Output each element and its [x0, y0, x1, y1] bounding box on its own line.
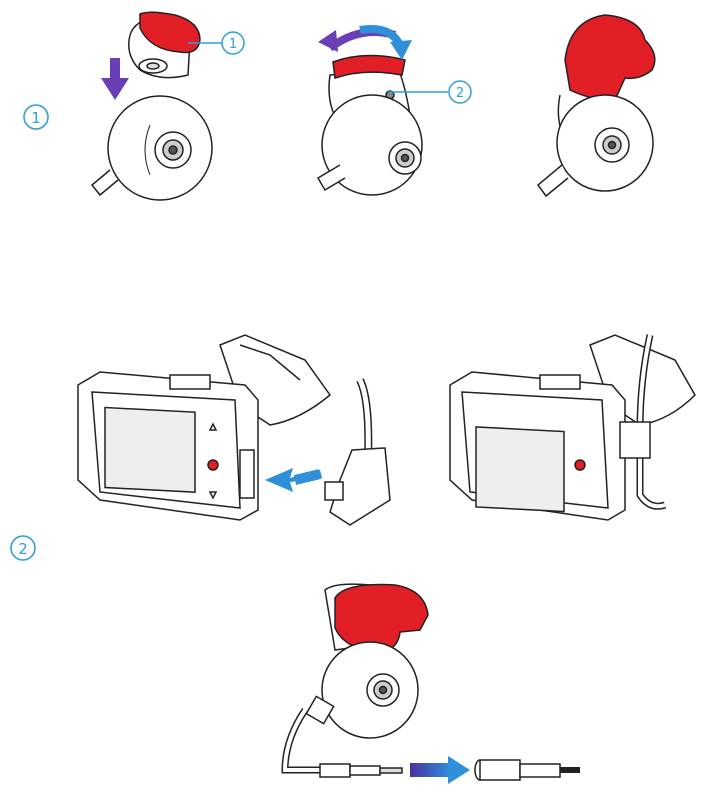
callout-2: 2 [388, 80, 472, 104]
jack-socket [474, 759, 580, 781]
dashcam-screen [475, 426, 565, 513]
callout-2-label: 2 [456, 86, 464, 101]
rear-camera [305, 583, 429, 739]
extension-cable [281, 708, 403, 778]
step-1-label: 1 [31, 109, 41, 127]
dashcam-left [77, 334, 332, 521]
callout-1: 1 [188, 31, 245, 55]
down-arrow-icon [101, 58, 129, 100]
adhesive-pad [564, 14, 656, 101]
right-arrow-icon [265, 468, 322, 492]
adhesive-pad [332, 54, 406, 80]
rotate-arrow-icon [318, 25, 412, 60]
step-1-marker: 1 [23, 104, 49, 130]
step-2-marker: 2 [10, 535, 36, 561]
adhesive-pad [334, 583, 429, 653]
step-2-label: 2 [18, 540, 28, 558]
callout-1-label: 1 [229, 37, 237, 52]
camera-figure-3 [536, 14, 656, 198]
usb-plug [324, 378, 391, 526]
camera-figure-1 [90, 11, 213, 201]
record-button [207, 459, 219, 471]
dashcam-screen [104, 406, 196, 494]
record-button [574, 459, 586, 471]
dashcam-right [449, 334, 696, 521]
adhesive-pad [139, 11, 201, 54]
gradient-arrow-icon [410, 756, 470, 784]
camera-figure-2 [316, 54, 423, 196]
